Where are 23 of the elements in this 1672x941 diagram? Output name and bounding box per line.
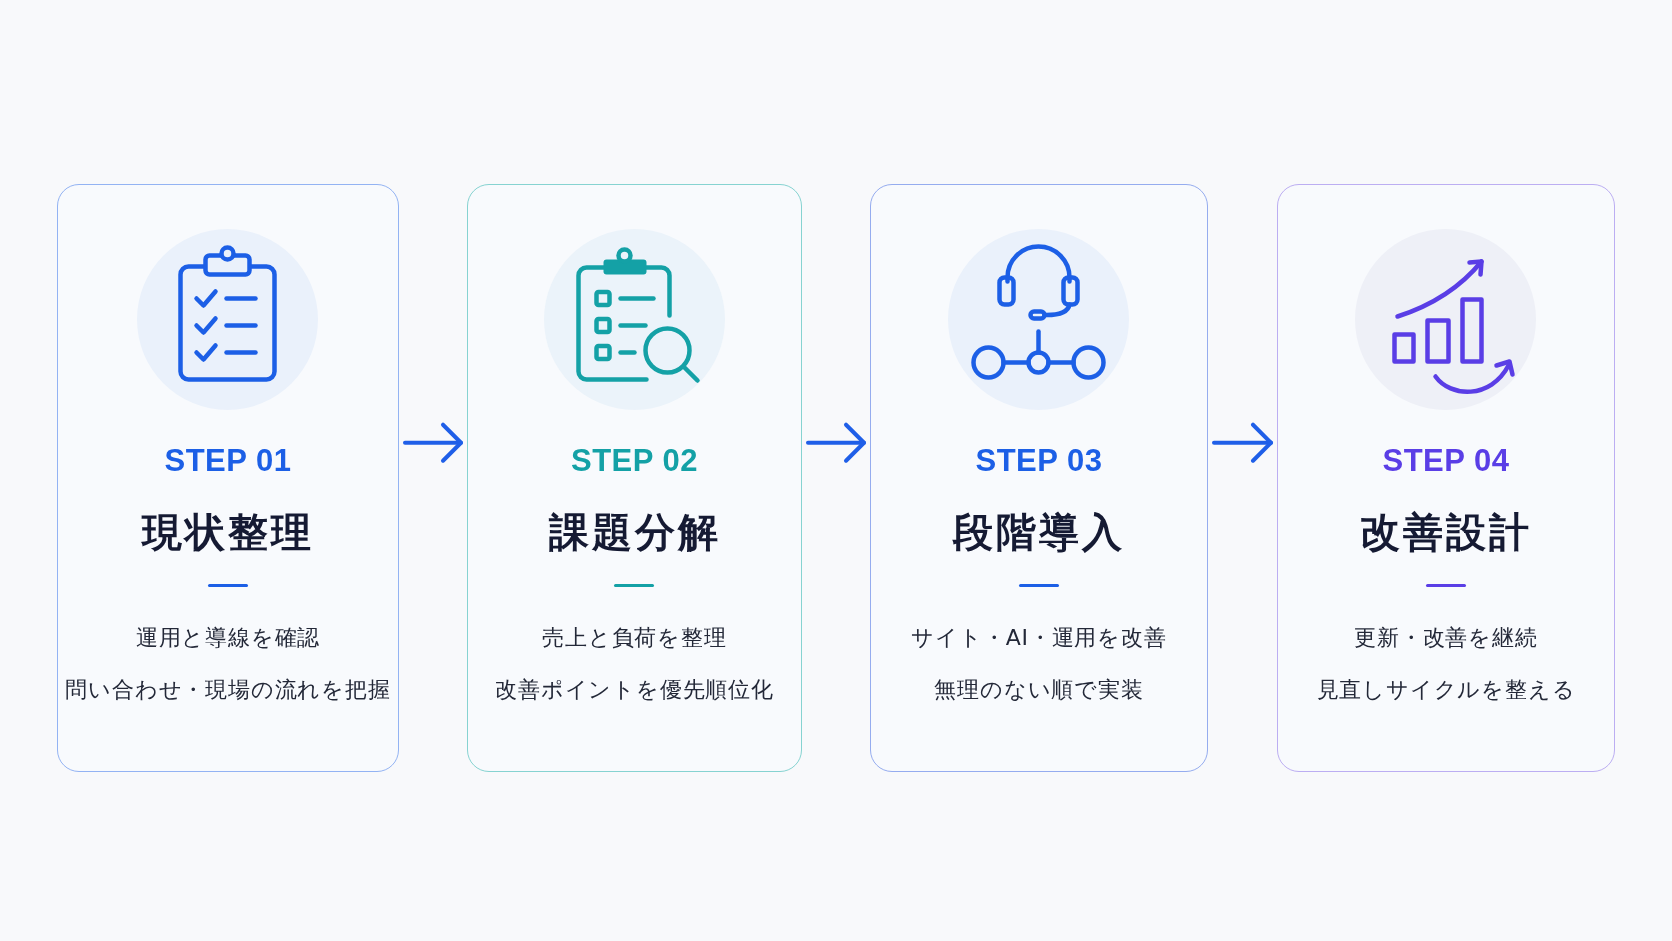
step-title: 現状整理 bbox=[142, 507, 314, 556]
step-title: 改善設計 bbox=[1360, 507, 1532, 556]
step-label: STEP 04 bbox=[1382, 442, 1510, 479]
step-description: サイト・AI・運用を改善 bbox=[911, 623, 1167, 652]
step-title: 課題分解 bbox=[548, 507, 721, 556]
step-label: STEP 03 bbox=[975, 442, 1103, 479]
step-card bbox=[467, 184, 802, 772]
step-title: 段階導入 bbox=[953, 507, 1125, 556]
step-description: 問い合わせ・現場の流れを把握 bbox=[65, 675, 391, 704]
step-card bbox=[1277, 184, 1615, 772]
step-label: STEP 01 bbox=[164, 442, 292, 479]
step-description: 無理のない順で実装 bbox=[934, 675, 1144, 704]
step-description: 更新・改善を継続 bbox=[1354, 623, 1538, 652]
step-description: 売上と負荷を整理 bbox=[542, 623, 727, 652]
step-description: 見直しサイクルを整える bbox=[1316, 675, 1576, 704]
arrow bbox=[806, 422, 866, 463]
step-label: STEP 02 bbox=[571, 442, 698, 479]
arrow bbox=[1212, 422, 1273, 463]
step-description: 運用と導線を確認 bbox=[135, 623, 321, 652]
step-card bbox=[57, 184, 399, 772]
step-description: 改善ポイントを優先順位化 bbox=[495, 675, 774, 704]
arrow bbox=[403, 422, 463, 463]
step-card bbox=[870, 184, 1208, 772]
